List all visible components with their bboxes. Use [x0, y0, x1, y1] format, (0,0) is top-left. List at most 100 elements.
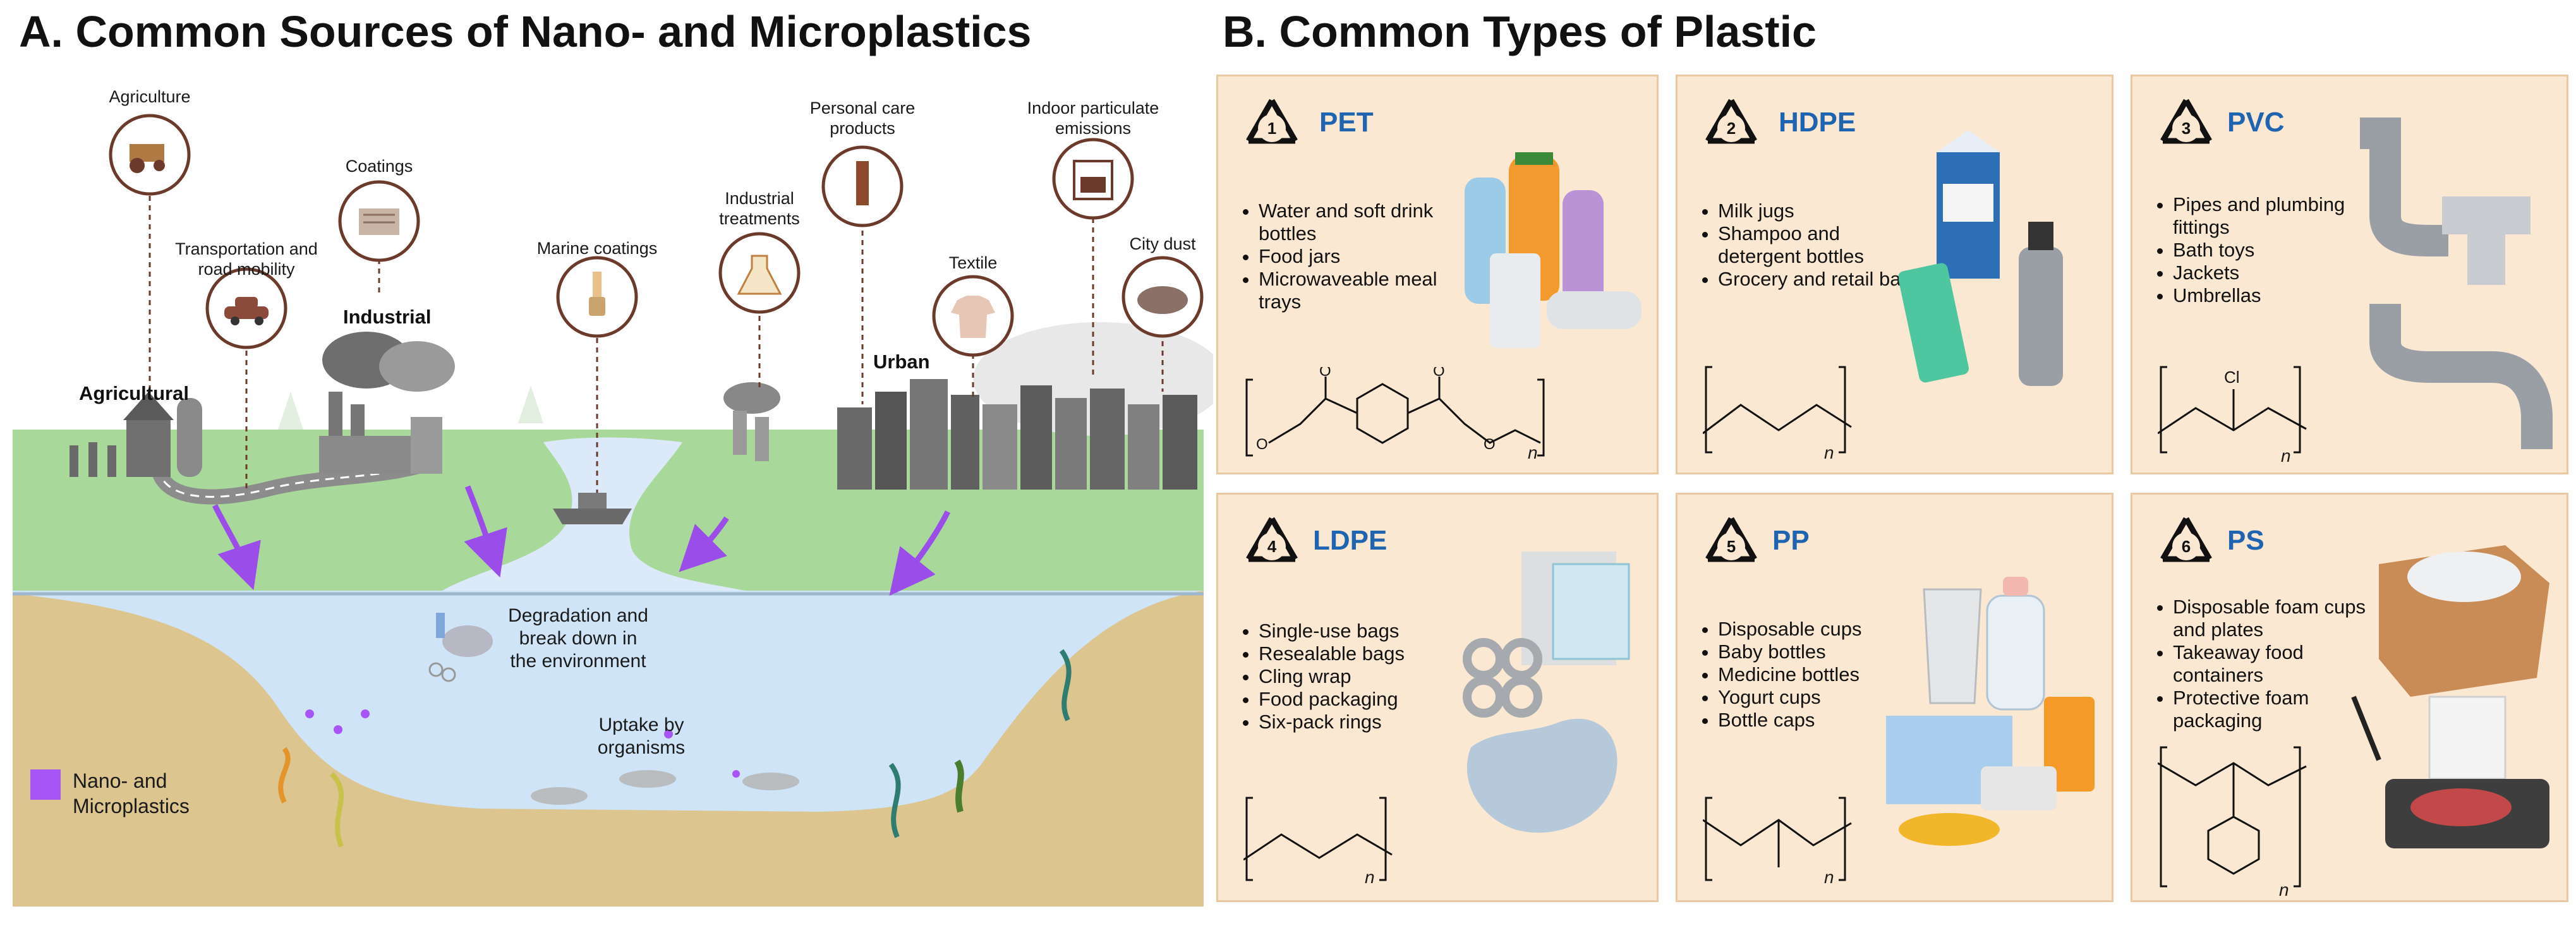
dust-icon	[1137, 286, 1188, 314]
subscript-n: n	[1528, 443, 1538, 462]
card-ldpe: 4 LDPE Single-use bags Resealable bags C…	[1216, 493, 1659, 902]
tree-icon	[278, 392, 303, 430]
panel-a-scene	[13, 114, 1213, 907]
shirt-icon	[951, 296, 995, 338]
use-item: Bath toys	[2173, 239, 2375, 262]
uses-pvc: Pipes and plumbing fittings Bath toys Ja…	[2151, 193, 2375, 307]
ps-packaging-icon	[2351, 545, 2549, 848]
uses-pet: Water and soft drink bottles Food jars M…	[1237, 200, 1454, 313]
subscript-n: n	[1365, 867, 1375, 887]
uses-hdpe: Milk jugs Shampoo and detergent bottles …	[1696, 200, 1926, 291]
card-pp: 5 PP Disposable cups Baby bottles Medici…	[1676, 493, 2113, 902]
use-item: Disposable cups	[1718, 618, 1920, 641]
label-uptake: Uptake by organisms	[597, 714, 686, 758]
flask-icon	[737, 255, 782, 295]
label-textile: Textile	[948, 253, 998, 272]
svg-text:O: O	[1433, 367, 1445, 380]
recycle-icon: 5	[1705, 517, 1757, 562]
use-item: Shampoo and detergent bottles	[1718, 222, 1926, 268]
car-icon	[224, 297, 269, 325]
fish-icon	[531, 787, 588, 805]
arrow-industrial	[464, 485, 507, 578]
use-item: Pipes and plumbing fittings	[2173, 193, 2375, 239]
use-item: Jackets	[2173, 262, 2375, 284]
code-ps: PS	[2227, 525, 2265, 556]
code-pvc: PVC	[2227, 107, 2285, 138]
oven-icon	[1073, 160, 1113, 200]
svg-text:1: 1	[1267, 119, 1276, 138]
panel-b-title: B. Common Types of Plastic	[1223, 7, 1817, 56]
paint-bucket-icon	[359, 208, 399, 235]
label-personal-care: Personal care products	[809, 99, 916, 138]
subscript-n: n	[2281, 446, 2291, 466]
code-hdpe: HDPE	[1779, 107, 1856, 138]
label-industrial-treatments: Industrial treatments	[719, 189, 800, 228]
tube-icon	[856, 161, 869, 205]
seaweed-icon	[954, 759, 964, 813]
subscript-n: n	[2279, 880, 2289, 900]
use-item: Yogurt cups	[1718, 686, 1920, 709]
treatment-plant-icon	[723, 382, 780, 461]
plastic-debris-icon	[428, 613, 493, 682]
use-item: Water and soft drink bottles	[1259, 200, 1454, 245]
use-item: Takeaway food containers	[2173, 641, 2375, 687]
label-degradation: Degradation and break down in the enviro…	[508, 605, 648, 672]
seaweed-icon	[1059, 649, 1072, 721]
factory-icon	[319, 332, 455, 474]
label-city-dust: City dust	[1129, 234, 1196, 253]
recycle-icon: 2	[1705, 99, 1757, 144]
brush-icon	[589, 272, 605, 316]
use-item: Resealable bags	[1259, 642, 1461, 665]
bags-icon	[1463, 551, 1630, 833]
card-pvc: 3 PVC Pipes and plumbing fittings Bath t…	[2131, 75, 2568, 474]
code-pet: PET	[1319, 107, 1374, 138]
card-pet: 1 PET Water and soft drink bottles Food …	[1216, 75, 1659, 474]
pp-structure	[1703, 797, 1852, 881]
zone-industrial: Industrial	[343, 306, 432, 328]
pvc-structure: Cl	[2158, 366, 2307, 454]
label-marine-coatings: Marine coatings	[536, 239, 658, 258]
use-item: Food packaging	[1259, 688, 1461, 711]
seaweed-icon	[888, 762, 901, 838]
recycle-icon: 6	[2160, 517, 2212, 562]
ldpe-structure	[1243, 797, 1393, 881]
svg-text:2: 2	[1727, 119, 1736, 138]
use-item: Single-use bags	[1259, 620, 1461, 642]
use-item: Baby bottles	[1718, 641, 1920, 663]
seaweed-icon	[330, 772, 344, 848]
water-body	[13, 588, 1204, 812]
pet-structure: O O O O	[1245, 367, 1545, 457]
legend-swatch	[30, 769, 61, 800]
svg-text:O: O	[1484, 436, 1496, 453]
recycle-icon: 3	[2160, 99, 2212, 144]
svg-text:6: 6	[2182, 537, 2191, 556]
pp-containers-icon	[1886, 577, 2095, 846]
svg-text:O: O	[1319, 367, 1331, 380]
label-coatings: Coatings	[345, 157, 413, 176]
arrow-treatments	[679, 516, 729, 572]
use-item: Umbrellas	[2173, 284, 2375, 307]
legend-label: Nano- and Microplastics	[73, 769, 190, 817]
code-pp: PP	[1772, 525, 1810, 556]
zone-agricultural: Agricultural	[79, 382, 189, 404]
use-item: Medicine bottles	[1718, 663, 1920, 686]
label-indoor-emissions: Indoor particulate emissions	[1027, 99, 1159, 138]
use-item: Microwaveable meal trays	[1259, 268, 1454, 313]
use-item: Food jars	[1259, 245, 1454, 268]
card-hdpe: 2 HDPE Milk jugs Shampoo and detergent b…	[1676, 75, 2113, 474]
ps-structure	[2158, 746, 2307, 888]
svg-text:3: 3	[2182, 119, 2191, 138]
use-item: Bottle caps	[1718, 709, 1920, 732]
arrow-agricultural	[212, 503, 261, 591]
pipes-icon	[2360, 118, 2553, 449]
label-transportation: Transportation and road mobility	[175, 239, 318, 279]
svg-text:5: 5	[1727, 537, 1736, 556]
subscript-n: n	[1824, 867, 1834, 887]
hdpe-containers-icon	[1899, 130, 2063, 386]
panel-a-title: A. Common Sources of Nano- and Microplas…	[19, 7, 1032, 56]
recycle-icon: 4	[1246, 517, 1298, 562]
microplastic-particles	[305, 709, 740, 778]
uses-pp: Disposable cups Baby bottles Medicine bo…	[1696, 618, 1920, 732]
code-ldpe: LDPE	[1313, 525, 1388, 556]
use-item: Six-pack rings	[1259, 711, 1461, 733]
